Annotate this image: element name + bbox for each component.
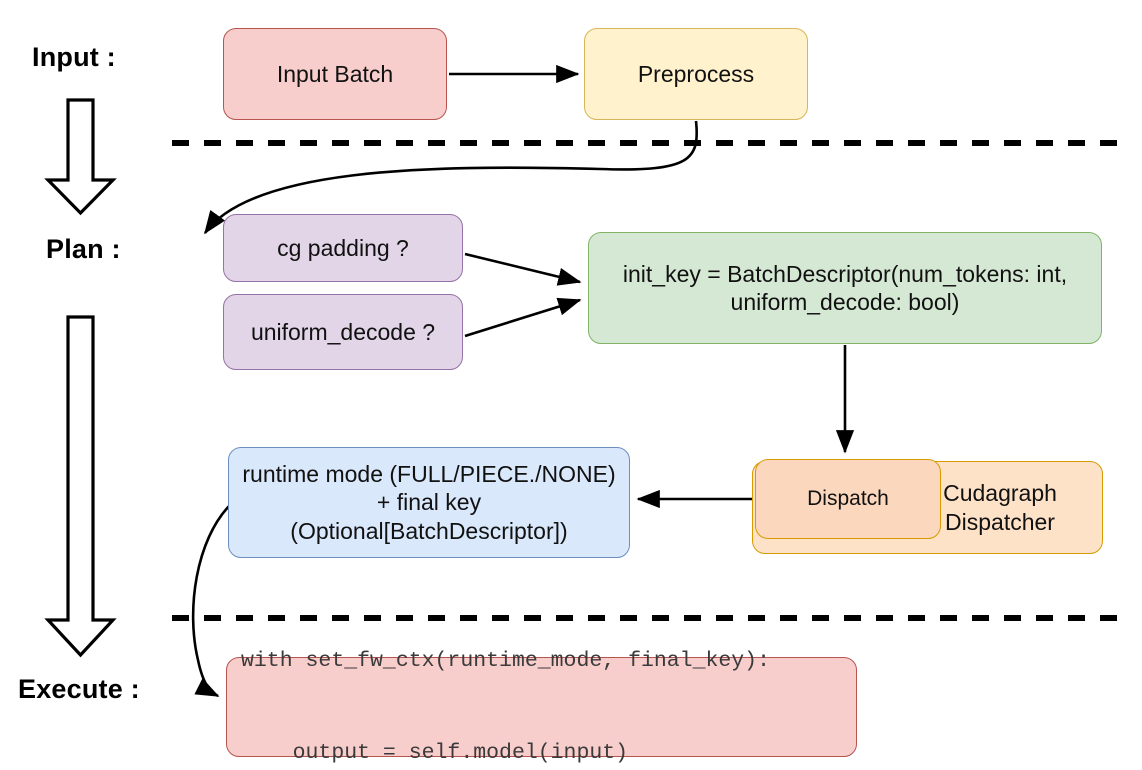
stage-label-input: Input : — [32, 42, 116, 72]
node-runtime-mode-line1: runtime mode (FULL/PIECE./NONE) — [242, 461, 616, 488]
node-cudagraph-dispatcher-line1: Cudagraph — [943, 480, 1057, 507]
edge-cg-padding-to-init-key — [464, 252, 582, 286]
node-init-key-line1: init_key = BatchDescriptor(num_tokens: i… — [622, 260, 1068, 287]
node-uniform-decode-label: uniform_decode ? — [250, 318, 436, 345]
node-execute-code-line1: with set_fw_ctx(runtime_mode, final_key)… — [241, 648, 770, 673]
node-preprocess[interactable]: Preprocess — [584, 28, 808, 120]
node-init-key[interactable]: init_key = BatchDescriptor(num_tokens: i… — [588, 232, 1102, 344]
node-cudagraph-dispatcher-line2: Dispatcher — [945, 508, 1055, 535]
stage-label-execute: Execute : — [18, 674, 140, 704]
node-dispatch[interactable]: Dispatch — [755, 459, 941, 539]
node-execute-code-block[interactable]: with set_fw_ctx(runtime_mode, final_key)… — [226, 649, 857, 765]
node-execute-code-line2: output = self.model(input) — [241, 740, 629, 765]
stage-label-plan: Plan : — [46, 234, 121, 264]
node-preprocess-label: Preprocess — [637, 60, 755, 87]
node-input-batch[interactable]: Input Batch — [223, 28, 447, 120]
input-to-plan-arrow — [44, 98, 117, 216]
edge-runtime-mode-to-exec-code — [191, 504, 231, 698]
node-input-batch-label: Input Batch — [276, 60, 394, 87]
node-init-key-line2: uniform_decode: bool) — [730, 289, 960, 315]
node-uniform-decode[interactable]: uniform_decode ? — [223, 294, 463, 370]
edge-uniform-decode-to-init-key — [464, 297, 582, 338]
node-dispatch-label: Dispatch — [807, 487, 889, 511]
node-runtime-mode[interactable]: runtime mode (FULL/PIECE./NONE) + final … — [228, 447, 630, 558]
plan-to-execute-arrow — [44, 315, 117, 658]
node-runtime-mode-line2: + final key (Optional[BatchDescriptor]) — [290, 489, 568, 544]
node-cg-padding[interactable]: cg padding ? — [223, 214, 463, 282]
node-cg-padding-label: cg padding ? — [277, 234, 409, 261]
